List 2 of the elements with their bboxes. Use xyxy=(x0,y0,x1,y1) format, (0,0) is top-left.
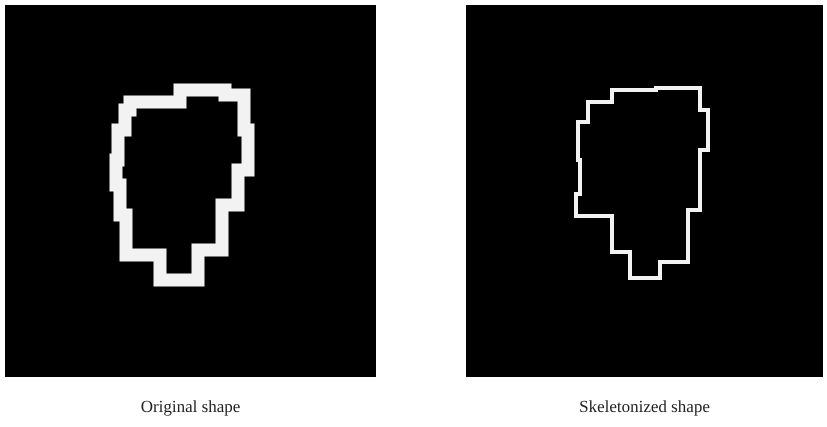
image-caption: Skeletonized shape xyxy=(579,397,710,417)
image-caption: Original shape xyxy=(140,397,240,417)
